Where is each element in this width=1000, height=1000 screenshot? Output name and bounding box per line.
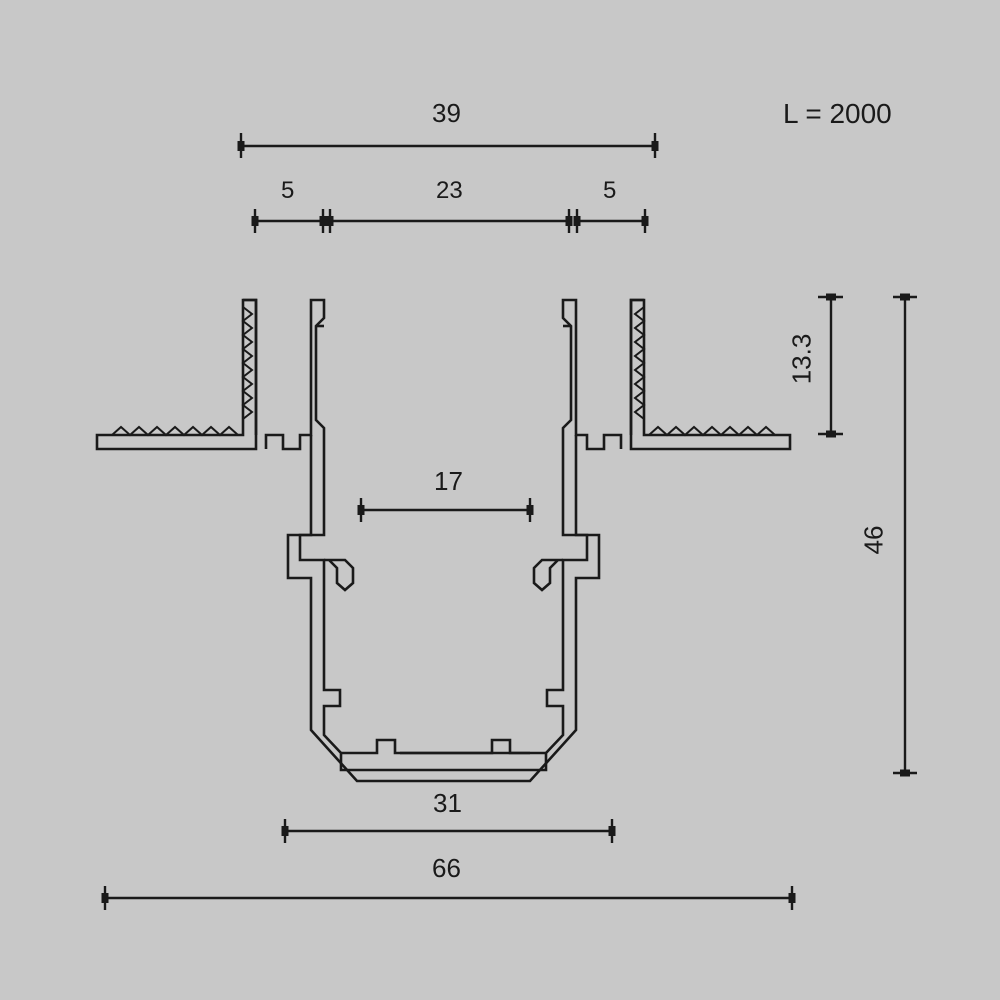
left-interior-wall (298, 449, 357, 772)
dim-label-5-right: 5 (603, 177, 617, 204)
dim-label-66: 66 (432, 853, 461, 883)
dimension-31 (281, 819, 616, 843)
right-flange-serrations (648, 425, 776, 437)
right-mid-lip (532, 558, 563, 592)
length-label: L = 2000 (783, 98, 892, 129)
dim-label-46: 46 (858, 525, 889, 555)
left-inner-wall (264, 298, 326, 451)
dimension-66 (101, 886, 796, 910)
left-flange-serrations (111, 425, 239, 437)
dimension-5-left (251, 209, 327, 233)
right-interior-wall (530, 449, 589, 772)
dimension-5-right (573, 209, 649, 233)
dim-label-13-3: 13.3 (786, 333, 817, 385)
dimension-17 (357, 498, 534, 522)
dimension-23 (326, 209, 573, 233)
bottom-shelf-right (400, 738, 546, 755)
bottom-shelf-left (341, 738, 530, 755)
left-outer-blade (243, 298, 258, 435)
dimension-39 (237, 133, 659, 158)
left-blade-serrations (241, 306, 254, 420)
dim-label-23: 23 (436, 177, 463, 204)
dim-label-39: 39 (432, 98, 461, 128)
dimension-46 (893, 293, 917, 777)
left-mid-lip (324, 558, 355, 592)
dim-label-31: 31 (433, 788, 462, 818)
right-inner-wall (561, 298, 623, 451)
right-blade-serrations (633, 306, 646, 420)
dim-label-17: 17 (434, 466, 463, 496)
dim-label-5-left: 5 (281, 177, 295, 204)
left-outer-wall-descending (286, 435, 601, 783)
dimension-13-3 (818, 293, 843, 438)
right-outer-blade (629, 298, 644, 435)
